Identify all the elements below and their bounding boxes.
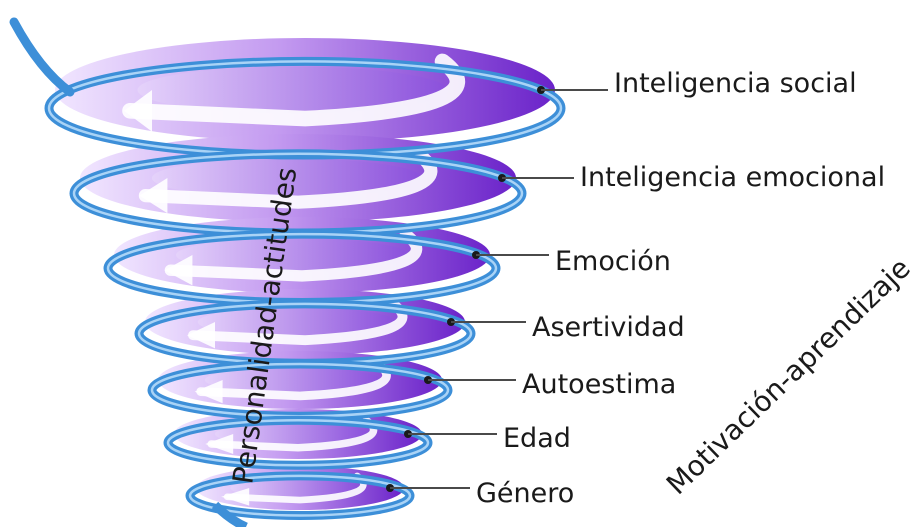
- disc-inner-autoestima: [204, 366, 381, 394]
- level-labels: Inteligencia social Inteligencia emocion…: [476, 68, 885, 509]
- swirl-arrowhead-genero: [221, 488, 250, 506]
- label-inteligencia-emocional: Inteligencia emocional: [580, 162, 885, 193]
- swirl-arrowhead-emocion: [164, 255, 193, 286]
- label-edad: Edad: [503, 423, 571, 454]
- label-asertividad: Asertividad: [532, 312, 685, 343]
- swirl-arrowhead-inteligencia-emocional: [139, 178, 168, 214]
- spiral-highlight-edad: [166, 419, 430, 467]
- disc-inner-inteligencia-social: [137, 66, 448, 114]
- disc-inner-genero: [230, 478, 360, 498]
- swirl-arrowhead-inteligencia-social: [124, 90, 152, 132]
- label-inteligencia-social: Inteligencia social: [614, 68, 857, 99]
- label-emocion: Emoción: [555, 246, 671, 277]
- label-autoestima: Autoestima: [522, 369, 676, 400]
- spiral-highlight-genero: [188, 474, 412, 517]
- disc-inner-edad: [214, 422, 369, 446]
- spiral-tip: [211, 501, 248, 527]
- funnel-discs: [55, 38, 555, 510]
- label-genero: Género: [476, 478, 574, 509]
- axis-label-motivacion-aprendizaje: Motivación-aprendizaje: [660, 251, 915, 501]
- leader-lines: [386, 86, 608, 492]
- disc-inner-emocion: [176, 237, 410, 273]
- swirl-arrowhead-edad: [205, 434, 234, 454]
- spiral-tail: [9, 17, 75, 97]
- swirl-arrowhead-asertividad: [187, 322, 215, 349]
- swirl-arrowhead-autoestima: [194, 380, 223, 404]
- spiral-ribbon: [9, 17, 566, 527]
- disc-inner-inteligencia-emocional: [151, 158, 423, 198]
- disc-inner-asertividad: [197, 307, 397, 337]
